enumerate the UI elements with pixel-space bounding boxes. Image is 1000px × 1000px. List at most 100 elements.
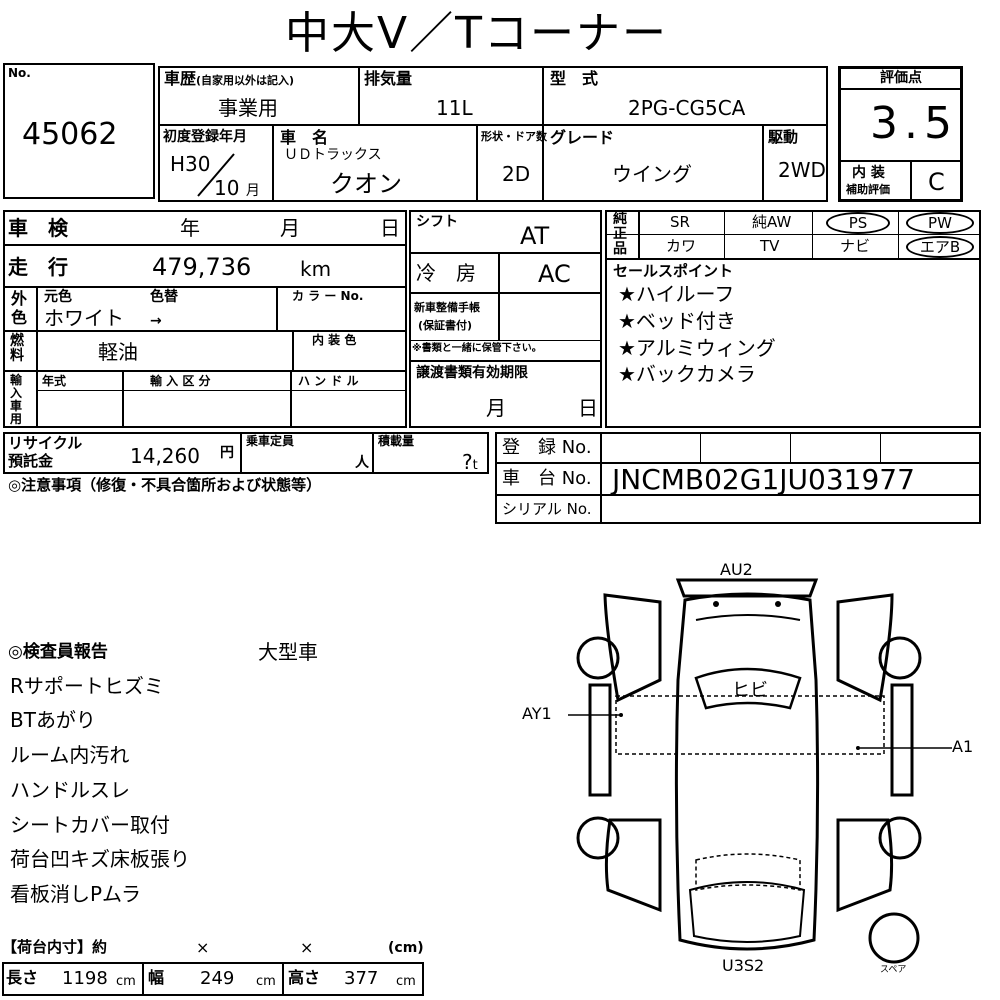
report-line-5: シートカバー取付 [10,813,170,837]
color-side-1: 外 [11,289,28,308]
cargo-width: 249 [200,968,235,989]
grade-label: グレード [550,128,615,147]
doors-value: 2D [502,162,531,186]
recycle-label-1: リサイクル [8,434,83,452]
model-label: 型 式 [550,69,599,88]
page-title: 中大V／Tコーナー [285,8,668,59]
history-value: 事業用 [218,96,278,120]
cargo-length: 1198 [62,968,108,989]
car-name-value: クオン [330,170,402,198]
cargo-width-label: 幅 [148,968,165,987]
car-maker: ＵＤトラックス [284,147,382,163]
change-color-label: 色替 [150,289,178,305]
warranty-line2: (保証書付) [418,319,473,332]
first-reg-year: H30 [170,152,211,176]
ac-value: AC [538,260,571,288]
chassis-value: JNCMB02G1JU031977 [612,463,915,496]
shift-value: AT [520,222,550,250]
import-side: 輸入車用 [10,373,23,426]
interior-label-2: 補助評価 [846,183,890,196]
equip-ps: PS [826,212,890,234]
score-value: 3.5 [870,98,958,149]
no-label: No. [8,66,31,80]
displacement-label: 排気量 [364,69,413,88]
sales-point-4: ★バックカメラ [618,362,756,386]
report-line-3: ルーム内汚れ [10,743,130,767]
first-reg-month: 10 月 [214,176,260,200]
recycle-label-2: 預託金 [8,452,54,470]
fuel-value: 軽油 [98,340,138,364]
warranty-line1: 新車整備手帳 [414,301,480,314]
lot-number: 45062 [22,117,118,152]
registration-label: 登 録 No. [502,437,592,458]
sales-label: セールスポイント [613,262,734,280]
equip-navi: ナビ [840,237,871,255]
chassis-label: 車 台 No. [502,468,592,489]
cargo-heading: 【荷台内寸】約 [2,938,108,956]
report-heading: ◎検査員報告 [8,642,108,662]
warranty-note: ※書類と一緒に保管下さい。 [412,343,542,354]
serial-label: シリアル No. [502,500,592,518]
color-side-2: 色 [11,308,28,327]
car-name-label: 車 名 [280,128,329,147]
diagram-label-left: AY1 [522,704,552,723]
diagram-label-top: AU2 [720,560,753,579]
sales-point-1: ★ハイルーフ [618,282,735,306]
cargo-height: 377 [344,968,379,989]
model-value: 2PG-CG5CA [628,96,746,120]
orig-color-label: 元色 [44,289,72,305]
recycle-block [3,432,489,474]
interior-score: C [928,168,945,196]
equip-tv: TV [760,237,780,255]
transfer-month: 月 [486,396,506,420]
cargo-height-label: 高さ [288,968,321,987]
interior-color-label: 内 装 色 [312,333,357,347]
sales-point-2: ★ベッド付き [618,309,736,333]
inspection-label: 車 検 [8,216,68,240]
cargo-unit: (cm) [388,940,424,956]
cargo-width-cm: cm [256,974,276,989]
transfer-label: 譲渡書類有効期限 [416,365,528,381]
cargo-x-1: × [196,938,210,957]
shift-label: シフト [416,214,458,230]
transfer-day: 日 [578,396,598,420]
report-line-2: BTあがり [10,708,96,732]
inspection-month: 月 [280,216,300,240]
load-value: ?t [462,450,478,474]
diagram-label-bottom: U3S2 [722,956,765,975]
equip-pw: PW [906,212,974,234]
load-label: 積載量 [378,434,415,448]
ac-label: 冷 房 [416,261,476,285]
equipment-side: 純正品 [613,211,627,257]
displacement-value: 11L [436,96,473,120]
mileage-unit: km [300,257,332,281]
import-handle-label: ハ ン ド ル [298,374,359,388]
cargo-x-2: × [300,938,314,957]
import-category-label: 輸 入 区 分 [150,374,211,388]
equip-leather: カワ [666,237,697,255]
shift-block [409,210,602,428]
cargo-dimension-row [2,962,424,996]
report-line-6: 荷台凹キズ床板張り [10,847,190,871]
inspection-block [3,210,407,428]
interior-label-1: 内 装 [852,165,885,181]
vehicle-damage-diagram [568,578,952,964]
report-line-4: ハンドルスレ [10,778,130,802]
orig-color-value: ホワイト [44,306,124,330]
registration-block [495,432,981,524]
history-label: 車歴(自家用以外は記入) [164,69,295,88]
capacity-unit: 人 [355,455,369,471]
diagram-label-center: ヒビ [732,680,768,701]
equip-aw: 純AW [752,213,792,231]
drive-label: 駆動 [768,128,799,146]
capacity-label: 乗車定員 [246,434,295,448]
report-type: 大型車 [258,640,318,664]
diagram-label-spare: スペア [880,965,907,975]
lot-number-box [3,63,155,199]
cargo-length-label: 長さ [6,968,39,987]
equipment-block [605,210,981,428]
doors-label: 形状・ドア数 [481,130,547,143]
recycle-unit: 円 [220,445,234,461]
mileage-label: 走 行 [8,255,68,279]
recycle-value: 14,260 [130,444,200,468]
